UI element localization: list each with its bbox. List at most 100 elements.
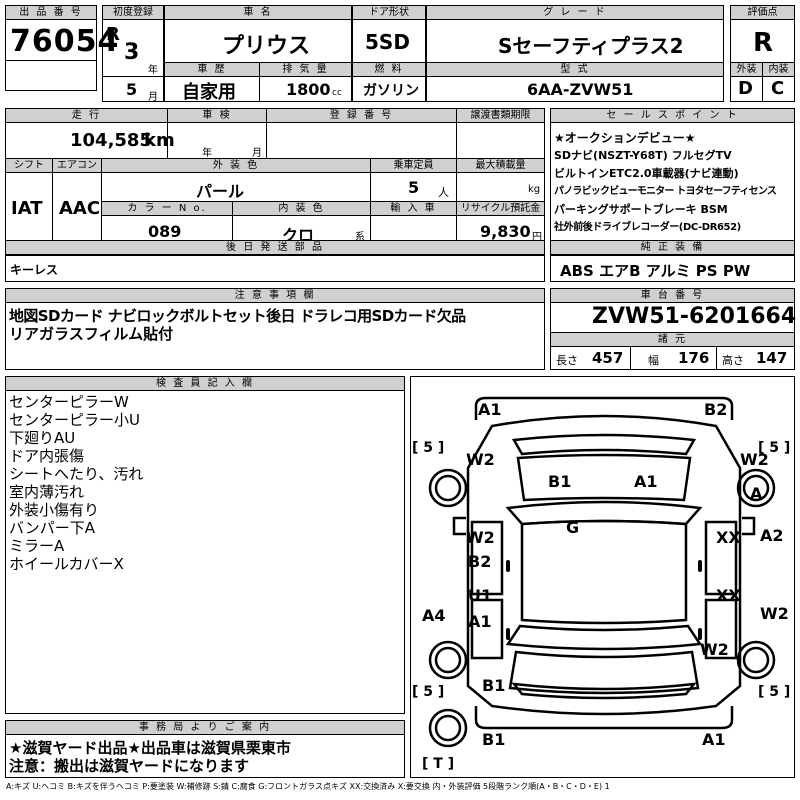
damage-mark: A: [750, 484, 763, 503]
inspector-line: センターピラーW: [9, 393, 129, 411]
ext-grade-label: 外装: [731, 63, 762, 77]
spare-mark: [ T ]: [422, 756, 455, 772]
inspector-line: バンパー下A: [9, 519, 96, 537]
import-label: 輸 入 車: [371, 202, 456, 216]
tire-mark: [ 5 ]: [758, 684, 791, 700]
capacity: 5: [408, 178, 420, 197]
damage-mark: W2: [466, 528, 495, 547]
legend: A:キズ U:ヘコミ B:キズを伴うヘコミ P:要塗装 W:補修跡 S:錆 C:…: [6, 782, 610, 791]
inspector-line: 外装小傷有り: [9, 501, 100, 519]
door-label: ドア形状: [353, 6, 425, 20]
first-reg-label: 初度登録: [103, 6, 163, 20]
damage-mark: A2: [760, 526, 784, 545]
model: 6AA-ZVW51: [527, 80, 634, 99]
inspection-year-unit: 年: [202, 148, 212, 159]
score: R: [753, 28, 774, 58]
aircon: AAC: [59, 198, 101, 219]
carname-box: [164, 5, 352, 102]
score-label: 評価点: [731, 6, 794, 20]
door-type: 5SD: [365, 30, 410, 54]
fuel-label: 燃 料: [353, 63, 425, 77]
damage-mark: B1: [482, 730, 506, 749]
length: 457: [592, 349, 624, 367]
model-label: 型 式: [427, 63, 723, 77]
reg-month: 5: [126, 80, 138, 99]
width-label: 幅: [648, 354, 659, 367]
reg-year: 3: [124, 40, 140, 65]
later-parts: キーレス: [10, 263, 59, 277]
int-grade-label: 内装: [763, 63, 794, 77]
damage-mark: A1: [478, 400, 502, 419]
inspection-label: 車 検: [168, 109, 266, 123]
chassis-box: [550, 288, 795, 370]
notes-box: [5, 288, 545, 370]
diagram-marks: A1 B2 W2 W2 B1 A1 A A2 W2 G XX B2 A4 U1 …: [410, 376, 795, 778]
sales-points-box: [550, 108, 795, 256]
transfer-label: 譲渡書類期限: [457, 109, 544, 123]
tire-mark: [ 5 ]: [412, 440, 445, 456]
regno-label: 登 録 番 号: [267, 109, 456, 123]
damage-mark: B2: [468, 552, 492, 571]
equipment: ABS エアB アルミ PS PW: [560, 262, 751, 280]
grade-label: グ レ ー ド: [427, 6, 723, 20]
displacement: 1800: [286, 80, 331, 99]
ext-grade: D: [738, 78, 753, 99]
office-list: ★滋賀ヤード出品★出品車は滋賀県栗東市 注意：搬出は滋賀ヤードになります: [9, 739, 291, 775]
sales-point-line: 社外前後ドライブレコーダー(DC-DR652): [554, 222, 741, 233]
recycle-unit: 円: [532, 232, 542, 243]
height: 147: [756, 349, 788, 367]
inspector-line: 室内薄汚れ: [9, 483, 85, 501]
notes-list: 地図SDカード ナビロックボルトセット後日 ドラレコ用SDカード欠品 リアガラス…: [9, 307, 539, 343]
shift: IAT: [11, 198, 43, 219]
damage-mark: W2: [740, 450, 769, 469]
displacement-label: 排 気 量: [260, 63, 351, 77]
office-line: 注意：搬出は滋賀ヤードになります: [9, 757, 250, 775]
grade-box: [426, 5, 724, 102]
damage-mark: A1: [702, 730, 726, 749]
inspector-box: [5, 376, 405, 714]
height-label: 高さ: [722, 354, 744, 367]
damage-mark: W2: [466, 450, 495, 469]
color-no: 089: [148, 222, 182, 241]
inspector-line: ドア内張傷: [9, 447, 85, 465]
sales-point-line: パノラビックビューモニター トヨタセーフティセンス: [554, 186, 777, 197]
inspector-list: センターピラーW センターピラー小U 下廻りAU ドア内張傷 シートへたり、汚れ…: [9, 393, 143, 573]
office-line: ★滋賀ヤード出品★出品車は滋賀県栗東市: [9, 739, 291, 757]
grade: Sセーフティプラス2: [498, 34, 684, 58]
mileage-label: 走 行: [6, 109, 167, 123]
maxload-label: 最大積載量: [457, 159, 544, 173]
tire-mark: [ 5 ]: [412, 684, 445, 700]
inspection-month-unit: 月: [252, 148, 262, 159]
inspector-line: センターピラー小U: [9, 411, 140, 429]
intcolor-label: 内 装 色: [233, 202, 370, 216]
mileage-unit: km: [144, 130, 175, 151]
history: 自家用: [182, 82, 236, 103]
damage-mark: A4: [422, 606, 446, 625]
capacity-label: 乗車定員: [371, 159, 456, 173]
shift-label: シフト: [6, 159, 52, 173]
damage-mark: XX: [716, 528, 741, 547]
equipment-box: [550, 240, 795, 282]
lot-number: 76054: [10, 24, 120, 59]
extcolor-label: 外 装 色: [102, 159, 370, 173]
door-box: [352, 5, 426, 102]
damage-mark: A1: [468, 612, 492, 631]
inspector-label: 検 査 員 記 入 欄: [6, 377, 404, 391]
sales-point-line: SDナビ(NSZT-Y68T) フルセグTV: [554, 149, 732, 162]
capacity-unit: 人: [438, 186, 449, 199]
damage-mark: A1: [634, 472, 658, 491]
inspector-line: シートへたり、汚れ: [9, 465, 144, 483]
damage-mark: W2: [700, 640, 729, 659]
note-line: 地図SDカード ナビロックボルトセット後日 ドラレコ用SDカード欠品: [9, 307, 466, 325]
later-parts-box: [5, 240, 545, 282]
sales-point-line: パーキングサポートブレーキ BSM: [554, 203, 728, 216]
damage-mark: G: [566, 518, 580, 537]
first-reg-box: [102, 5, 164, 102]
damage-mark: B1: [548, 472, 572, 491]
fuel: ガソリン: [363, 83, 419, 99]
equipment-label: 純 正 装 備: [551, 241, 794, 255]
history-label: 車 歴: [165, 63, 259, 77]
later-parts-label: 後 日 発 送 部 品: [6, 241, 544, 255]
sales-point-line: ビルトインETC2.0車載器(ナビ連動): [554, 167, 739, 180]
car-name: プリウス: [222, 34, 311, 59]
